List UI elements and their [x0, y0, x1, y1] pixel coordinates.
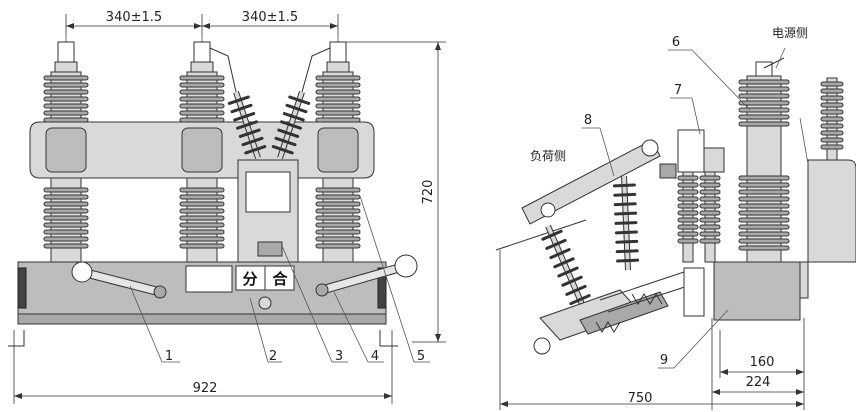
callout-5: 5: [417, 349, 425, 364]
callout-1: 1: [165, 349, 173, 364]
central-mechanism: [237, 159, 299, 267]
sign-open-text: 分: [242, 270, 257, 288]
side-ct-box: [659, 129, 725, 179]
callout-3: 3: [335, 349, 343, 364]
callout-9: 9: [660, 353, 668, 368]
dim-width-label: 922: [193, 381, 218, 396]
dim-left-spacing: 340±1.5: [106, 10, 162, 25]
side-far-box: [799, 117, 856, 263]
side-main-insulator: [738, 75, 790, 263]
dim-right-spacing: 340±1.5: [242, 10, 298, 25]
base-cabinet: [8, 261, 398, 347]
dim-160-label: 160: [750, 355, 775, 370]
disconnect-arm: [521, 139, 661, 225]
side-dimensions: [499, 250, 805, 410]
dim-height-label: 720: [421, 180, 436, 205]
dim-224-label: 224: [746, 375, 771, 390]
dim-750-label: 750: [628, 391, 653, 406]
width-dimension: [13, 330, 393, 404]
side-small-insulators: [677, 171, 721, 263]
side-leaders: [582, 47, 786, 369]
operating-handle-right: [315, 254, 418, 297]
callout-7: 7: [674, 83, 682, 98]
top-terminals: [54, 41, 350, 73]
open-close-sign: [235, 265, 295, 310]
front-view: 340±1.5 340±1.5 720 922: [8, 10, 446, 404]
height-dimension: [342, 41, 446, 343]
insulator-column-right: [315, 71, 361, 263]
source-side-label: 电源侧: [772, 26, 808, 40]
ground-slope: [495, 219, 587, 251]
diagonal-insulators: [209, 47, 331, 159]
side-lower-mechanism: [533, 267, 705, 355]
callout-2: 2: [269, 349, 277, 364]
callout-6: 6: [672, 35, 680, 50]
side-top-terminal: [755, 57, 785, 77]
top-dimension-chain: [65, 14, 339, 46]
side-far-insulator: [820, 77, 844, 161]
connecting-body: [29, 121, 375, 179]
front-leaders: [129, 195, 430, 363]
operating-handle-left: [71, 261, 167, 299]
side-view: 160 224 750: [495, 26, 856, 410]
sign-close-text: 合: [271, 270, 288, 288]
load-side-label: 负荷侧: [530, 149, 566, 163]
side-main-body: [713, 261, 809, 321]
callout-4: 4: [371, 349, 379, 364]
callout-8: 8: [584, 113, 592, 128]
